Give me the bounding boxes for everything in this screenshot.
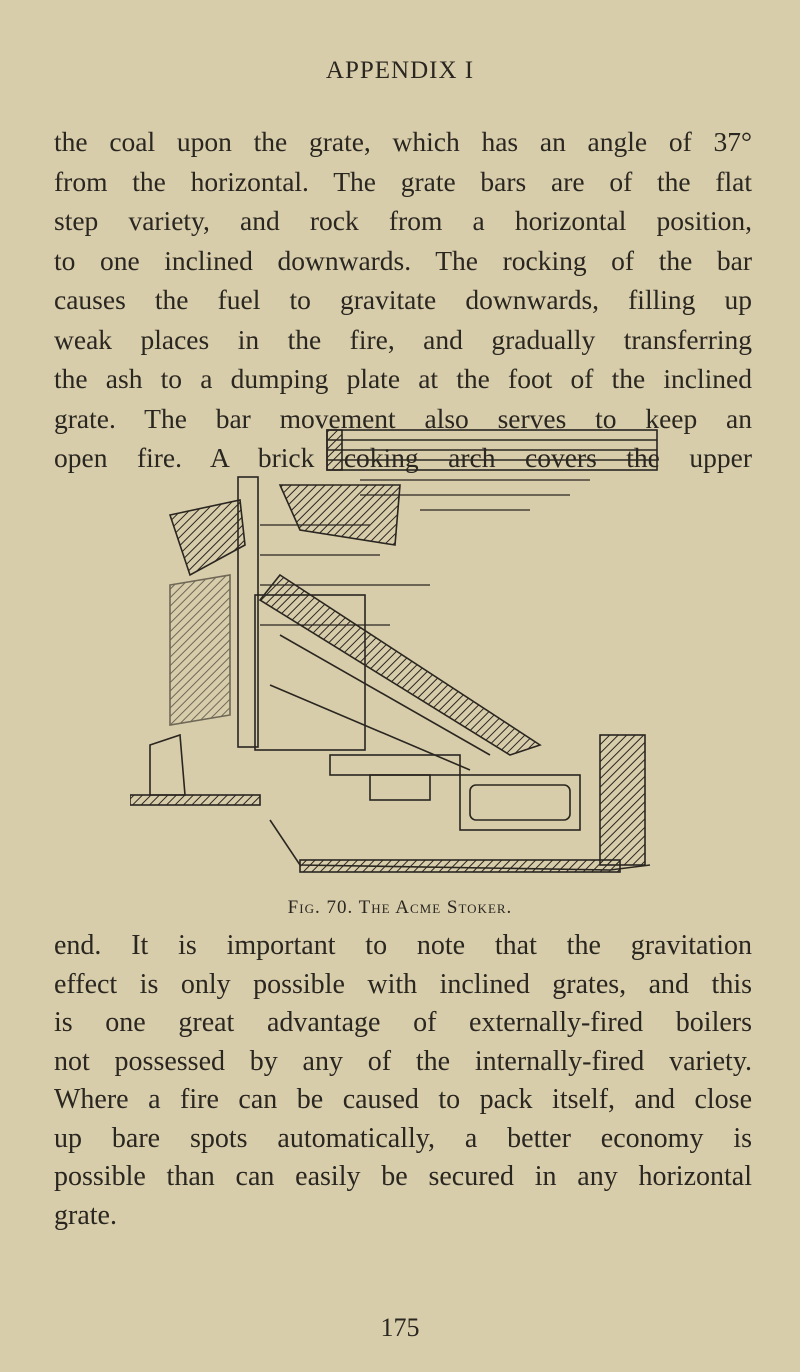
text-line: to one inclined downwards. The rocking o…: [54, 244, 752, 276]
text-line: Where a fire can be caused to pack itsel…: [54, 1084, 752, 1115]
text-line: possible than can easily be secured in a…: [54, 1161, 752, 1192]
text-line: grate. The bar movement also serves to k…: [54, 402, 752, 434]
text-line: up bare spots automatically, a better ec…: [54, 1122, 752, 1154]
text-line: the coal upon the grate, which has an an…: [54, 126, 752, 157]
text-line: is one great advantage of externally-fir…: [54, 1007, 752, 1038]
figure-caption: Fig. 70. The Acme Stoker.: [287, 897, 513, 918]
text-line: from the horizontal. The grate bars are …: [54, 165, 752, 197]
text-line: causes the fuel to gravitate downwards, …: [54, 284, 752, 315]
text-line: grate.: [54, 1199, 117, 1231]
running-header: APPENDIX I: [325, 57, 475, 84]
text-line: not possessed by any of the internally-f…: [54, 1045, 752, 1077]
text-line: weak places in the fire, and gradually t…: [54, 323, 752, 355]
text-line: end. It is important to note that the gr…: [54, 930, 752, 961]
text-line: step variety, and rock from a horizontal…: [54, 205, 752, 236]
text-line: the ash to a dumping plate at the foot o…: [54, 363, 752, 394]
paragraph-top: the coal upon the grate, which has an an…: [54, 122, 752, 478]
paragraph-bottom: end. It is important to note that the gr…: [54, 927, 752, 1235]
text-line: open fire. A brick coking arch covers th…: [54, 442, 752, 473]
text-line: effect is only possible with inclined gr…: [54, 968, 752, 1000]
page-number: 175: [380, 1313, 420, 1342]
acme-stoker-illustration: [129, 425, 690, 885]
